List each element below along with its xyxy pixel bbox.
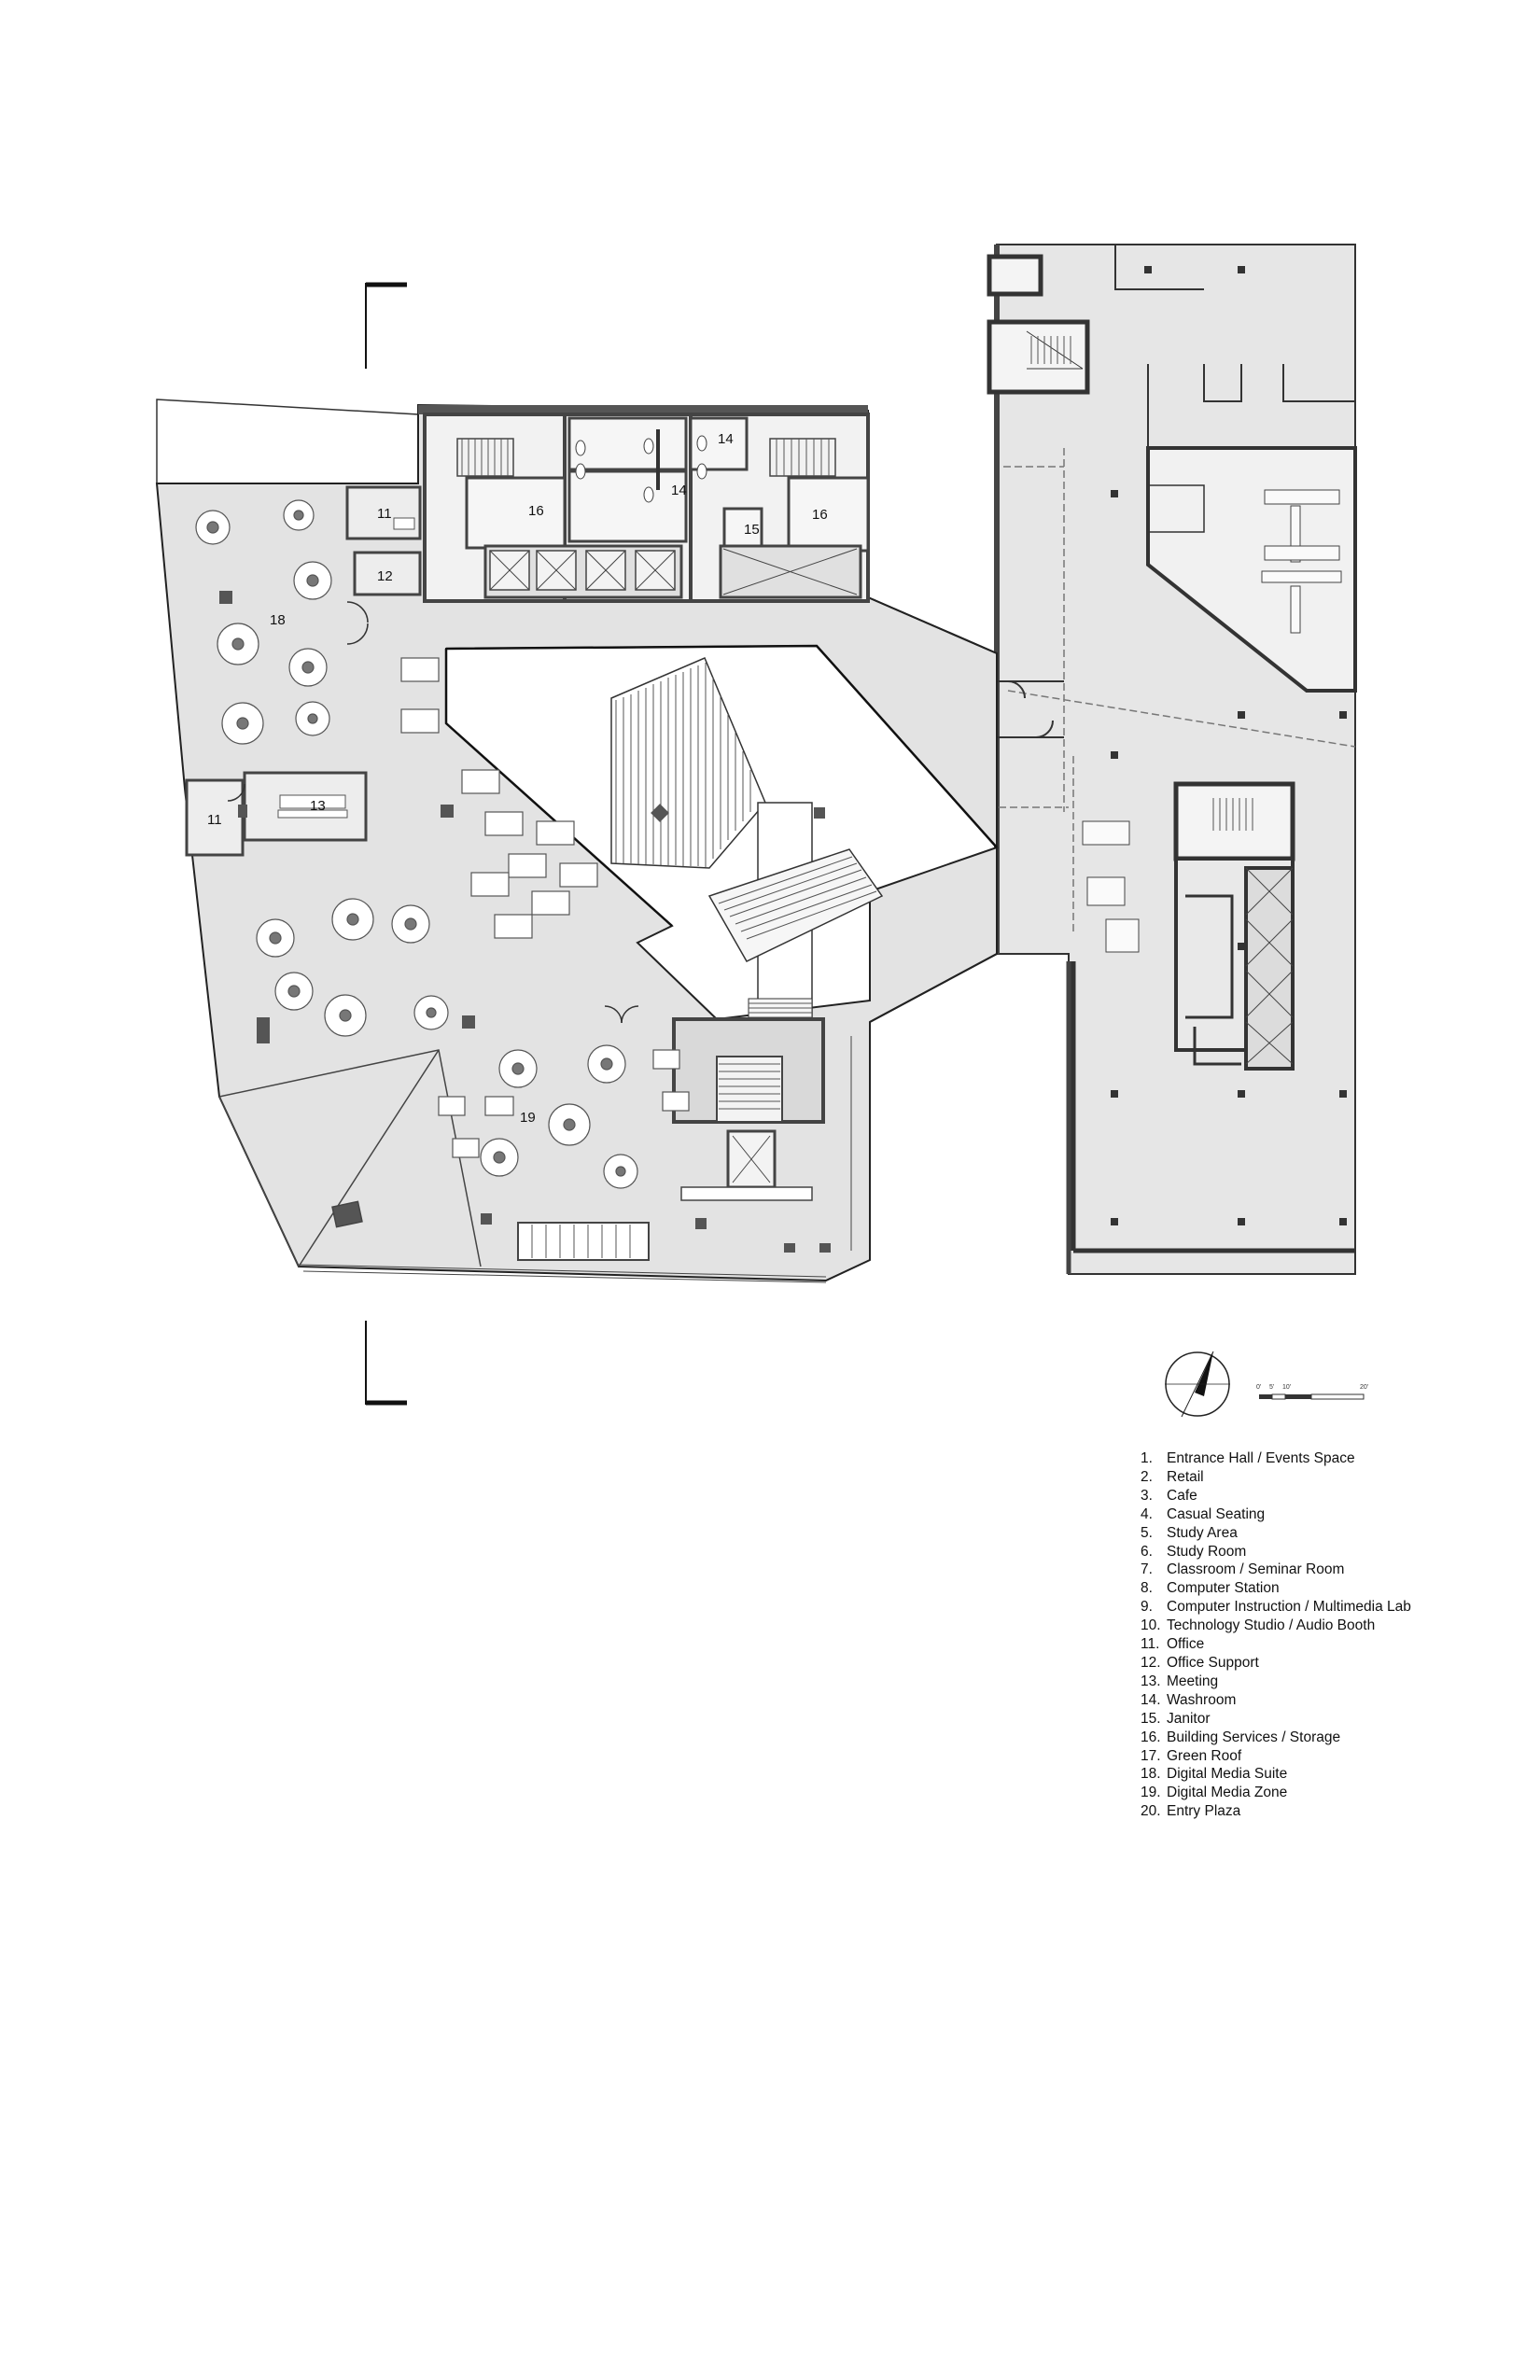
legend-label: Study Room (1167, 1543, 1247, 1560)
adjacent-building (987, 244, 1357, 1275)
north-core (418, 405, 870, 603)
legend-item: 6. Study Room (1141, 1543, 1514, 1561)
legend-number: 1. (1141, 1450, 1153, 1466)
legend-item: 8. Computer Station (1141, 1579, 1514, 1598)
legend-label: Study Area (1167, 1524, 1238, 1541)
legend-label: Digital Media Zone (1167, 1785, 1288, 1801)
legend-number: 8. (1141, 1580, 1153, 1597)
scale-label-0: 0' (1256, 1384, 1261, 1391)
west-offices (185, 485, 422, 857)
roof-wedge (218, 1049, 482, 1267)
room-label-11a: 11 (377, 506, 392, 522)
legend-item: 11. Office (1141, 1635, 1514, 1654)
column-markers (1111, 266, 1347, 1225)
legend-item: 12. Office Support (1141, 1654, 1514, 1673)
legend-number: 2. (1141, 1468, 1153, 1485)
legend-item: 16. Building Services / Storage (1141, 1729, 1514, 1747)
scale-label-5: 5' (1269, 1384, 1274, 1391)
legend-item: 2. Retail (1141, 1468, 1514, 1487)
legend-number: 11. (1141, 1636, 1160, 1653)
room-label-16b: 16 (812, 507, 828, 523)
legend-label: Washroom (1167, 1691, 1237, 1708)
legend-number: 5. (1141, 1524, 1153, 1541)
room-label-11b: 11 (207, 812, 222, 828)
legend-number: 19. (1141, 1785, 1161, 1801)
legend-number: 16. (1141, 1729, 1161, 1745)
legend-number: 10. (1141, 1617, 1161, 1634)
green-roof-strip (156, 399, 419, 484)
legend-number: 7. (1141, 1561, 1153, 1578)
room-label-19: 19 (520, 1110, 536, 1126)
legend-label: Digital Media Suite (1167, 1766, 1288, 1783)
legend-number: 4. (1141, 1505, 1153, 1522)
legend-item: 4. Casual Seating (1141, 1505, 1514, 1524)
south-core (517, 1017, 825, 1261)
main-columns (219, 591, 831, 1253)
room-label-13: 13 (310, 798, 326, 814)
legend-label: Janitor (1167, 1710, 1211, 1727)
scale-bar: 0' 5' 10' 20' (1256, 1384, 1368, 1400)
room-label-12: 12 (377, 568, 393, 584)
room-label-18: 18 (270, 612, 286, 628)
legend-item: 3. Cafe (1141, 1487, 1514, 1505)
legend-number: 9. (1141, 1599, 1153, 1616)
workstation-clusters (195, 499, 690, 1189)
section-marker-bottom (365, 1321, 407, 1406)
section-marker-top (365, 282, 407, 369)
study-tables (400, 657, 690, 1158)
legend-label: Classroom / Seminar Room (1167, 1561, 1345, 1578)
legend-label: Casual Seating (1167, 1505, 1266, 1522)
legend-item: 13. Meeting (1141, 1673, 1514, 1691)
north-arrow-icon (1165, 1351, 1230, 1418)
legend-item: 15. Janitor (1141, 1710, 1514, 1729)
room-label-14a: 14 (671, 483, 687, 498)
legend-label: Building Services / Storage (1167, 1729, 1341, 1745)
main-building (155, 399, 999, 1283)
legend-label: Green Roof (1167, 1747, 1242, 1764)
legend-item: 1. Entrance Hall / Events Space (1141, 1449, 1514, 1468)
legend-item: 5. Study Area (1141, 1524, 1514, 1543)
room-label-15: 15 (744, 522, 760, 538)
room-legend: 1.Entrance Hall / Events Space 2.Retail … (1141, 1449, 1514, 1821)
legend-item: 9. Computer Instruction / Multimedia Lab (1141, 1598, 1514, 1617)
scale-label-20: 20' (1360, 1384, 1368, 1391)
legend-item: 10. Technology Studio / Audio Booth (1141, 1617, 1514, 1635)
legend-number: 15. (1141, 1710, 1161, 1727)
legend-item: 20. Entry Plaza (1141, 1802, 1514, 1821)
atrium-stair (610, 657, 884, 1023)
legend-number: 6. (1141, 1543, 1153, 1560)
doors (227, 601, 639, 1024)
legend-number: 3. (1141, 1487, 1153, 1504)
legend-item: 18. Digital Media Suite (1141, 1765, 1514, 1784)
cluster (195, 499, 638, 1189)
legend-label: Cafe (1167, 1487, 1197, 1504)
room-label-14b: 14 (718, 431, 734, 447)
scale-label-10: 10' (1282, 1384, 1291, 1391)
legend-number: 20. (1141, 1803, 1161, 1820)
legend-label: Meeting (1167, 1673, 1219, 1689)
legend-label: Entrance Hall / Events Space (1167, 1450, 1355, 1466)
legend-label: Computer Station (1167, 1580, 1280, 1597)
legend-number: 18. (1141, 1766, 1161, 1783)
legend-label: Computer Instruction / Multimedia Lab (1167, 1599, 1411, 1616)
legend-label: Retail (1167, 1468, 1204, 1485)
legend-item: 14. Washroom (1141, 1691, 1514, 1710)
legend-number: 14. (1141, 1691, 1161, 1708)
legend-label: Entry Plaza (1167, 1803, 1241, 1820)
legend-number: 12. (1141, 1654, 1161, 1671)
legend-number: 17. (1141, 1747, 1161, 1764)
legend-label: Office (1167, 1636, 1205, 1653)
legend-item: 7. Classroom / Seminar Room (1141, 1561, 1514, 1579)
room-labels: 18 11 12 11 13 16 14 14 15 16 19 (207, 431, 828, 1126)
legend-number: 13. (1141, 1673, 1161, 1689)
legend-item: 17. Green Roof (1141, 1747, 1514, 1766)
legend-label: Office Support (1167, 1654, 1259, 1671)
legend-item: 19. Digital Media Zone (1141, 1784, 1514, 1802)
room-label-16a: 16 (528, 503, 544, 519)
facade-glazing (298, 1036, 852, 1283)
legend-label: Technology Studio / Audio Booth (1167, 1617, 1376, 1634)
